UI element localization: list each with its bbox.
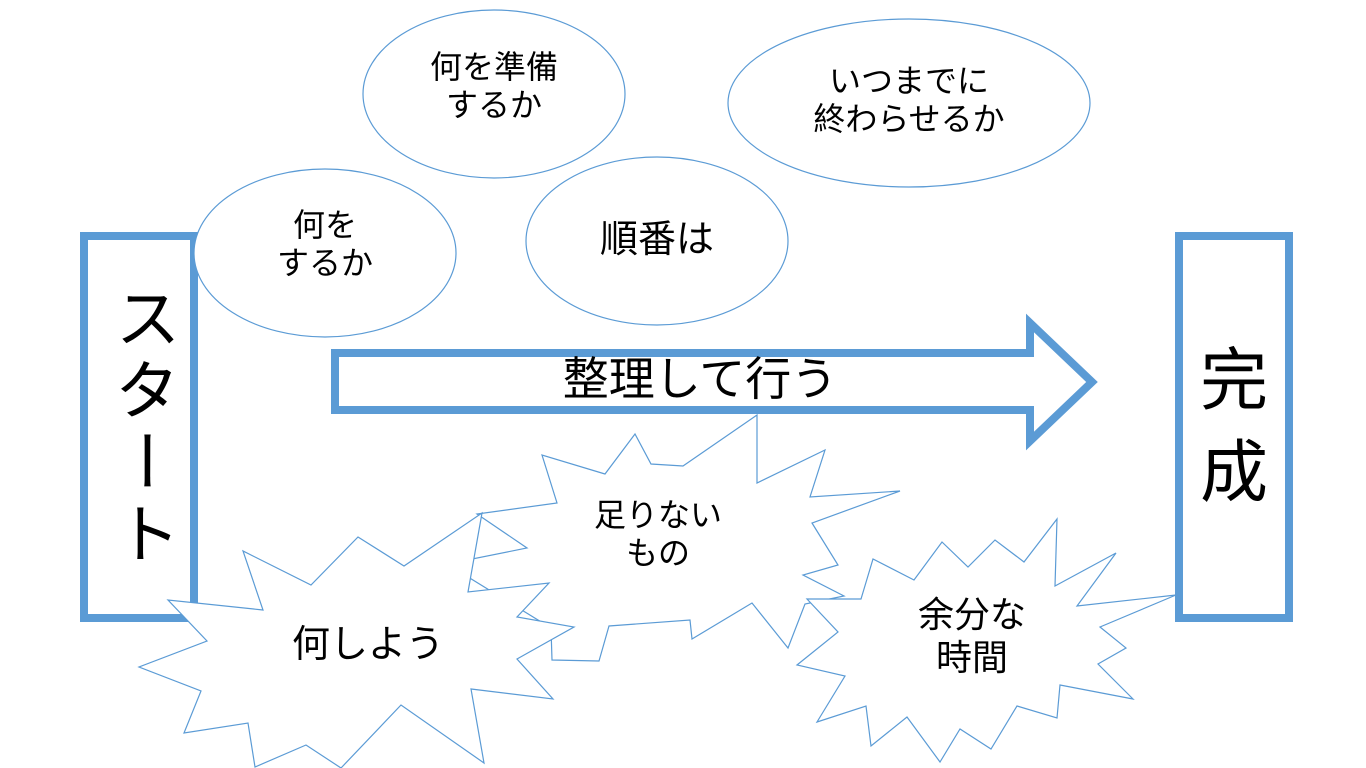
bubble-order bbox=[525, 156, 789, 326]
bubble-what-to-do bbox=[193, 168, 457, 338]
end-box bbox=[1175, 232, 1293, 622]
burst-extra-time bbox=[795, 517, 1177, 764]
bubble-by-when bbox=[727, 18, 1091, 188]
bubble-what-to-prepare bbox=[362, 9, 626, 179]
start-box bbox=[80, 232, 198, 622]
burst-what-now bbox=[137, 511, 576, 768]
burst-missing-things bbox=[445, 413, 901, 662]
process-arrow bbox=[331, 313, 1098, 451]
